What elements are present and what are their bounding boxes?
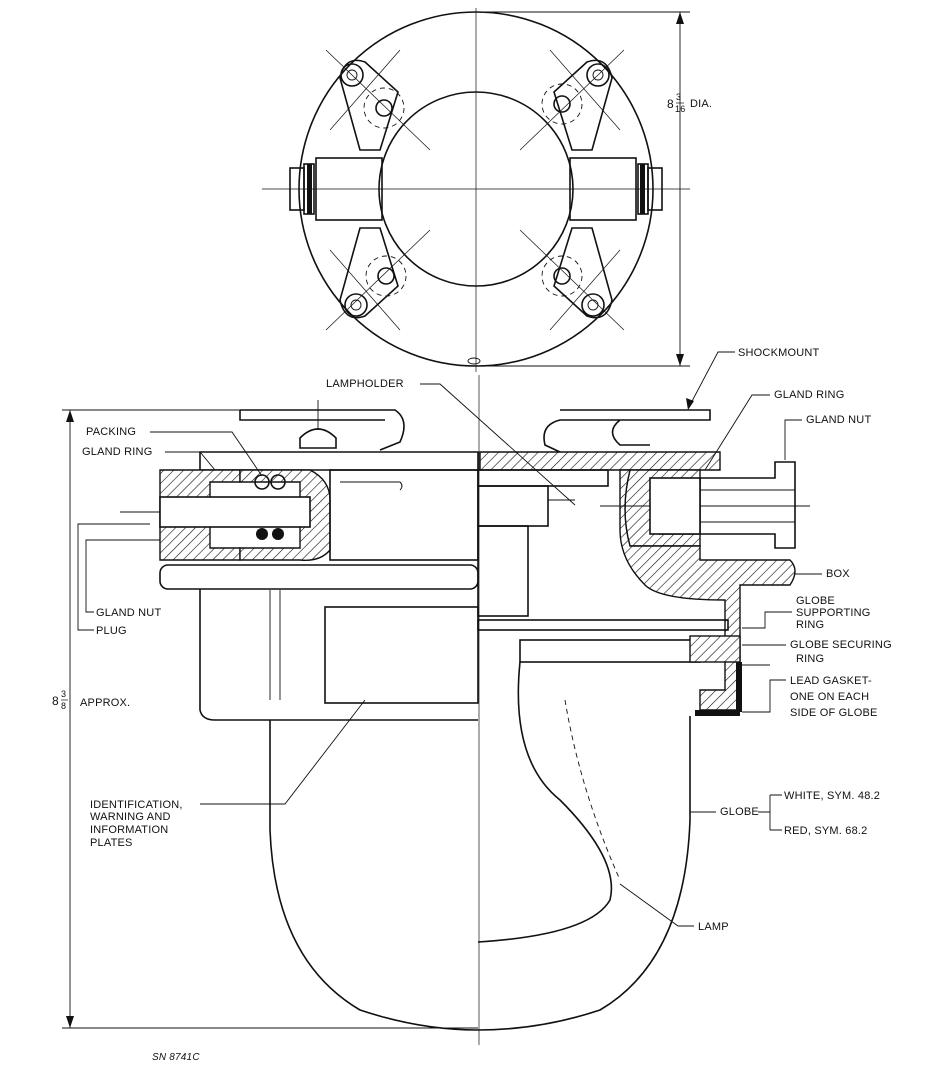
height-den: 8 — [61, 701, 66, 711]
label-gland-nut-right: GLAND NUT — [806, 414, 871, 426]
section-view: 8 3 8 APPROX. — [52, 375, 810, 1045]
lug-bottom-left — [325, 227, 431, 331]
dia-whole: 8 — [667, 97, 674, 111]
dia-den: 16 — [675, 104, 685, 114]
label-lead-gasket-2: ONE ON EACH — [790, 691, 869, 703]
label-globe-supporting-1: GLOBE — [796, 595, 835, 607]
label-globe-supporting-2: SUPPORTING — [796, 607, 871, 619]
label-gland-nut-left: GLAND NUT — [96, 607, 161, 619]
label-globe-securing-1: GLOBE SECURING — [790, 639, 892, 651]
label-lampholder: LAMPHOLDER — [326, 378, 404, 390]
label-shockmount: SHOCKMOUNT — [738, 347, 820, 359]
label-globe-securing-2: RING — [796, 653, 824, 665]
drawing-number: SN 8741C — [152, 1052, 200, 1063]
label-gland-ring-right: GLAND RING — [774, 389, 844, 401]
lug-top-left — [325, 49, 431, 151]
dia-word: DIA. — [690, 98, 712, 110]
dia-num: 3 — [676, 92, 681, 102]
label-white-sym: WHITE, SYM. 48.2 — [784, 790, 880, 802]
label-plates-2: WARNING AND — [90, 811, 171, 823]
label-globe-supporting-3: RING — [796, 619, 824, 631]
label-lamp: LAMP — [698, 921, 729, 933]
height-num: 3 — [61, 689, 66, 699]
label-packing: PACKING — [86, 426, 136, 438]
label-red-sym: RED, SYM. 68.2 — [784, 825, 868, 837]
lug-bottom-right — [519, 227, 625, 331]
callouts: SHOCKMOUNT LAMPHOLDER GLAND RING GLAND N… — [77, 347, 892, 1063]
label-globe: GLOBE — [720, 806, 759, 818]
lug-top-right — [519, 49, 625, 151]
top-plan-view: 8 3 16 DIA. — [262, 8, 712, 372]
label-plates-3: INFORMATION — [90, 824, 168, 836]
label-plates-1: IDENTIFICATION, — [90, 799, 183, 811]
label-lead-gasket-3: SIDE OF GLOBE — [790, 707, 878, 719]
label-gland-ring-left: GLAND RING — [82, 446, 152, 458]
height-word: APPROX. — [80, 697, 130, 709]
label-box: BOX — [826, 568, 850, 580]
label-plug: PLUG — [96, 625, 127, 637]
height-whole: 8 — [52, 694, 59, 708]
label-plates-4: PLATES — [90, 837, 133, 849]
label-lead-gasket-1: LEAD GASKET- — [790, 675, 872, 687]
